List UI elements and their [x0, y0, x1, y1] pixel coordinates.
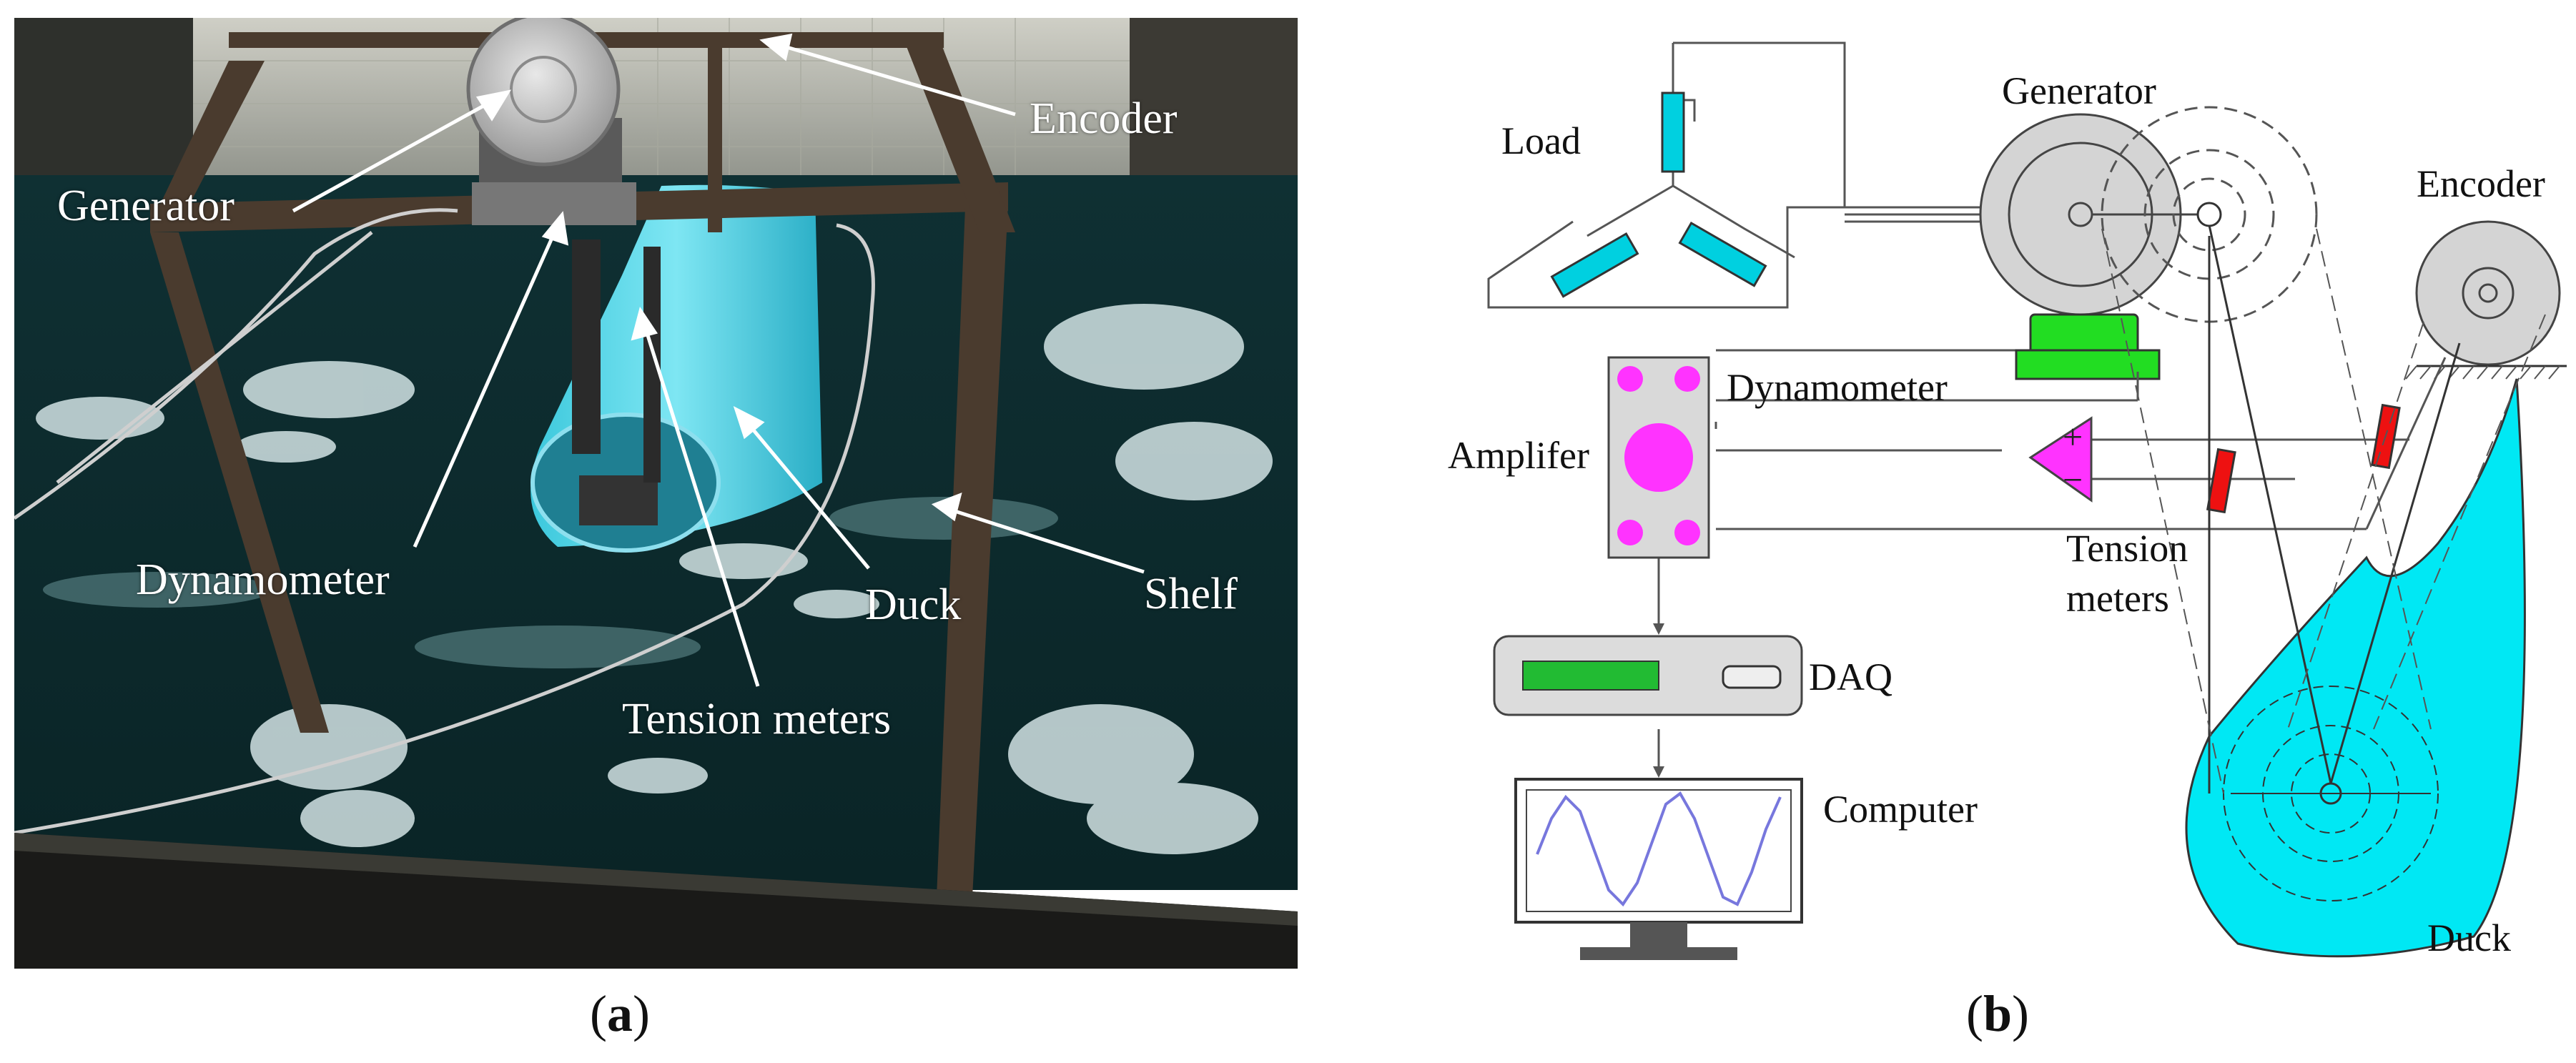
- arrow-duck: [742, 417, 870, 570]
- cables: [13, 208, 875, 835]
- op-amp-minus: −: [2063, 460, 2083, 500]
- op-amp-triangle: [2028, 416, 2093, 503]
- arrow-generator: [292, 94, 502, 213]
- caption-a: (a): [590, 985, 650, 1042]
- dynamometer-symbol: [2015, 313, 2161, 380]
- photo-label-duck: Duck: [865, 580, 962, 629]
- computer-symbol: [1514, 778, 1803, 960]
- schem-label-tension-2: meters: [2066, 577, 2169, 620]
- schematic-panel: + −: [1448, 14, 2576, 979]
- photo-label-shelf: Shelf: [1144, 570, 1238, 618]
- schem-label-computer: Computer: [1823, 788, 1978, 831]
- amplifier-block: [1607, 356, 1710, 559]
- photo-label-generator: Generator: [57, 182, 235, 230]
- caption-b-letter: b: [1983, 985, 2013, 1042]
- photo-label-dynamometer: Dynamometer: [136, 555, 390, 604]
- schem-label-duck: Duck: [2427, 916, 2511, 959]
- schem-label-amplifier: Amplifer: [1448, 434, 1589, 477]
- encoder-symbol: [1716, 220, 2567, 530]
- resistor-left: [1550, 232, 1639, 298]
- resistor-right: [1678, 221, 1767, 287]
- duck-symbol: [2101, 224, 2546, 958]
- op-amp-plus: +: [2063, 417, 2083, 457]
- tension-meter-2: [2206, 448, 2236, 514]
- arrow-shelf: [943, 505, 1145, 574]
- arrow-encoder: [771, 41, 1016, 117]
- schem-label-dynamometer: Dynamometer: [1727, 366, 1948, 409]
- resistor-top: [1661, 92, 1685, 173]
- photo-panel: Generator Encoder Dynamometer Duck Shelf…: [13, 12, 1298, 969]
- caption-a-letter: a: [606, 985, 633, 1042]
- computer-waveform: [1536, 791, 1782, 907]
- water-reflections: [36, 304, 1273, 854]
- schem-label-encoder: Encoder: [2417, 162, 2545, 205]
- arrow-dynamometer: [413, 224, 560, 548]
- schem-label-load: Load: [1501, 119, 1581, 162]
- generator-symbol: [1979, 113, 2209, 316]
- arrow-tension: [641, 321, 760, 687]
- tension-meters: [2206, 403, 2401, 514]
- photo-label-encoder: Encoder: [1030, 94, 1178, 143]
- daq-symbol: [1493, 635, 1803, 716]
- load-resistors: [1550, 92, 1767, 298]
- schem-label-generator: Generator: [2002, 69, 2156, 112]
- schematic-diagram: + −: [1487, 41, 2567, 960]
- schem-label-tension-1: Tension: [2066, 527, 2188, 570]
- caption-b: (b): [1966, 985, 2030, 1042]
- photo-label-tension-meters: Tension meters: [622, 695, 892, 743]
- load-wiring: [1487, 41, 1846, 309]
- schem-label-daq: DAQ: [1809, 656, 1892, 698]
- photo-arrows: [292, 33, 1145, 687]
- photo-scene: [13, 12, 1298, 969]
